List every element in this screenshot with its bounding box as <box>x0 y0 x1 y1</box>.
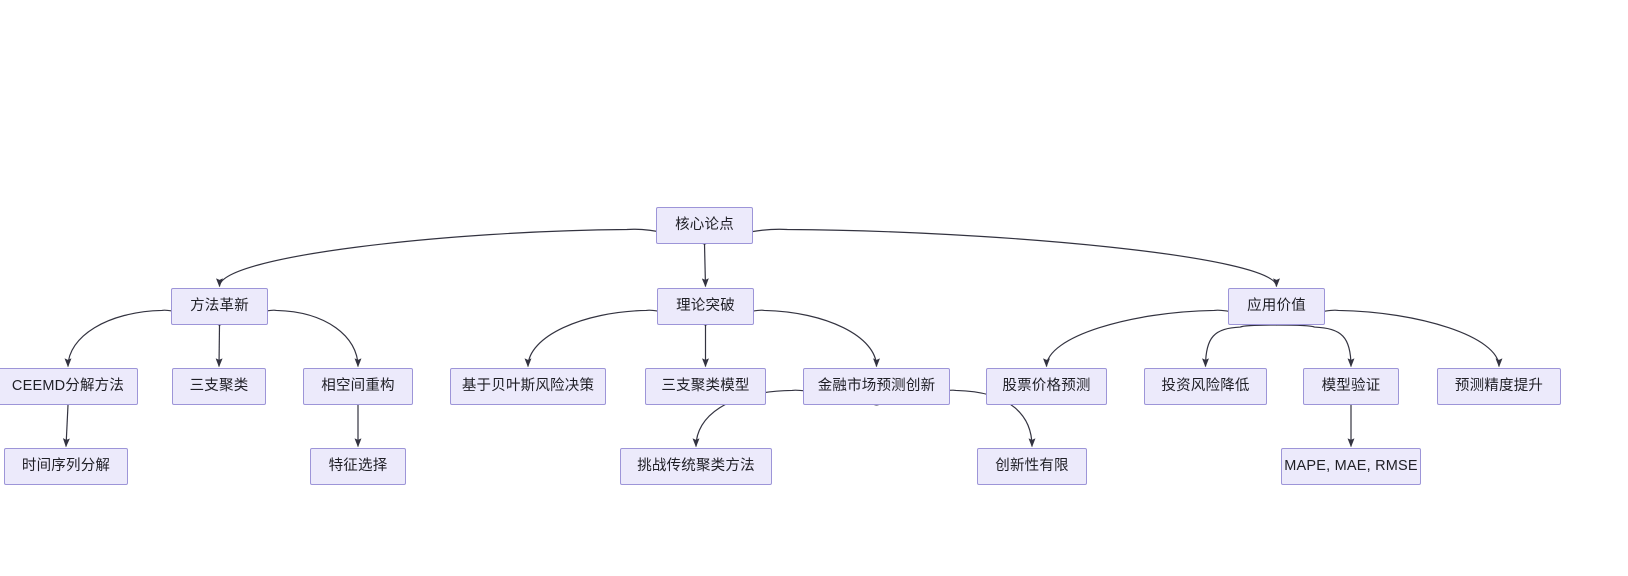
flow-node-label: MAPE, MAE, RMSE <box>1284 458 1418 475</box>
flow-node-c1[interactable]: CEEMD分解方法 <box>0 368 138 405</box>
flow-node-c9[interactable]: 模型验证 <box>1303 368 1399 405</box>
flow-edge-c1-to-g1 <box>62 404 70 448</box>
flow-node-label: 三支聚类 <box>189 378 249 395</box>
flow-node-label: 投资风险降低 <box>1161 378 1250 395</box>
flow-node-label: 预测精度提升 <box>1454 378 1544 395</box>
flow-node-label: 股票价格预测 <box>1002 378 1091 395</box>
flow-node-c6[interactable]: 金融市场预测创新 <box>803 368 950 405</box>
flow-node-label: 相空间重构 <box>321 378 395 395</box>
flow-node-label: 应用价值 <box>1247 298 1306 315</box>
flow-edge-root-to-m2 <box>701 243 709 288</box>
flow-node-c5[interactable]: 三支聚类模型 <box>645 368 766 405</box>
flow-node-g3[interactable]: 挑战传统聚类方法 <box>620 448 772 485</box>
flow-node-label: 基于贝叶斯风险决策 <box>461 378 595 395</box>
flow-edge-m3-to-c9 <box>1276 324 1355 368</box>
flow-node-label: 特征选择 <box>328 458 388 475</box>
flow-node-m2[interactable]: 理论突破 <box>657 288 754 325</box>
flow-node-g4[interactable]: 创新性有限 <box>977 448 1087 485</box>
flow-node-c4[interactable]: 基于贝叶斯风险决策 <box>450 368 606 405</box>
flow-node-label: 方法革新 <box>190 298 249 315</box>
flow-node-label: 时间序列分解 <box>21 458 111 475</box>
flow-node-g5[interactable]: MAPE, MAE, RMSE <box>1281 448 1421 485</box>
flow-node-g1[interactable]: 时间序列分解 <box>4 448 128 485</box>
flow-node-label: 理论突破 <box>676 298 735 315</box>
flow-node-label: 模型验证 <box>1321 378 1381 395</box>
flow-edge-m3-to-c8 <box>1202 324 1277 368</box>
flow-edge-root-to-m1 <box>216 228 705 288</box>
flow-node-c3[interactable]: 相空间重构 <box>303 368 413 405</box>
flow-node-c10[interactable]: 预测精度提升 <box>1437 368 1561 405</box>
flow-node-label: 挑战传统聚类方法 <box>637 458 755 475</box>
flow-node-label: 核心论点 <box>675 217 734 234</box>
edge-paths <box>62 228 1503 448</box>
flow-edge-m1-to-c2 <box>215 324 223 368</box>
flow-node-label: CEEMD分解方法 <box>11 378 125 395</box>
flow-node-m3[interactable]: 应用价值 <box>1228 288 1325 325</box>
flow-node-c2[interactable]: 三支聚类 <box>172 368 266 405</box>
flow-node-c8[interactable]: 投资风险降低 <box>1144 368 1267 405</box>
flow-node-label: 创新性有限 <box>995 458 1069 475</box>
flow-node-c7[interactable]: 股票价格预测 <box>986 368 1107 405</box>
flow-node-label: 三支聚类模型 <box>661 378 750 395</box>
flow-node-root[interactable]: 核心论点 <box>656 207 753 244</box>
flow-node-g2[interactable]: 特征选择 <box>310 448 406 485</box>
flow-node-m1[interactable]: 方法革新 <box>171 288 268 325</box>
flow-node-label: 金融市场预测创新 <box>817 378 936 395</box>
flow-edge-root-to-m3 <box>704 228 1280 288</box>
